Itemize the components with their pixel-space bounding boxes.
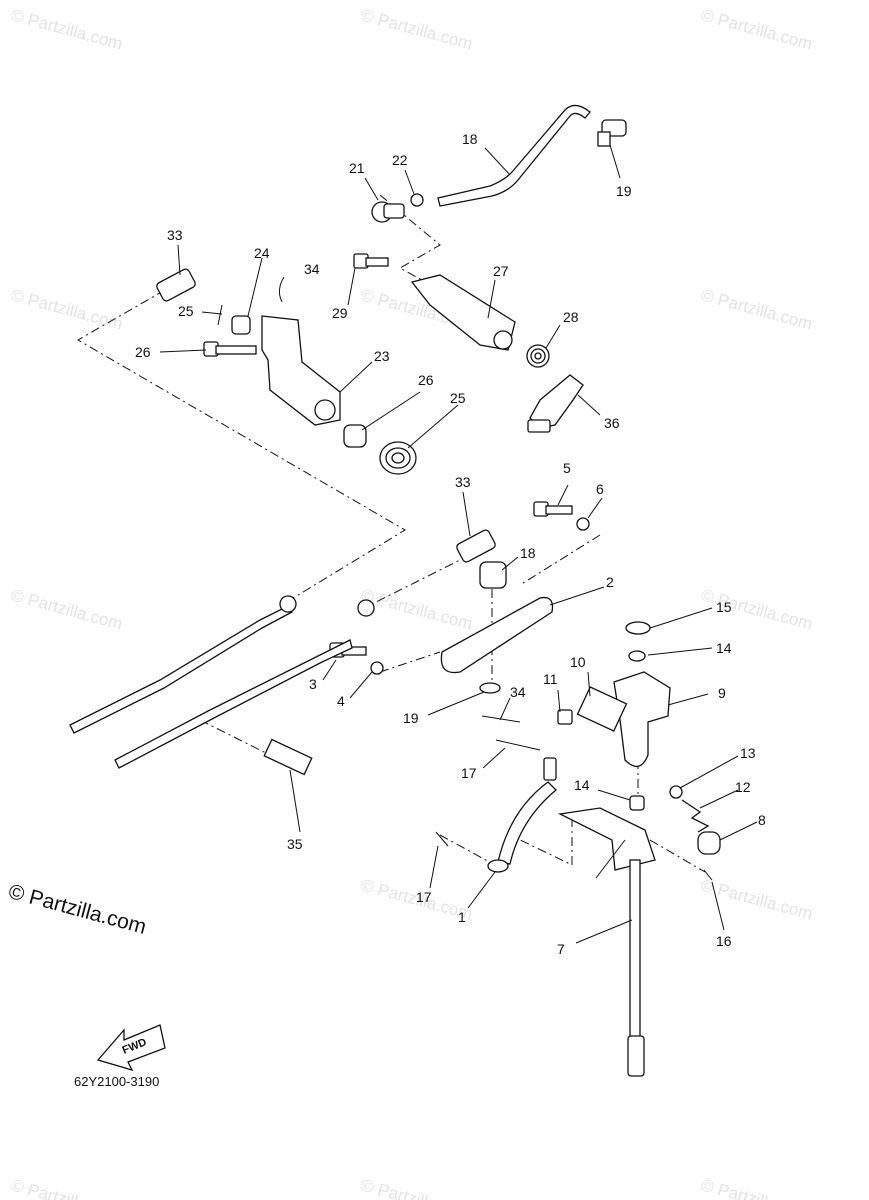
callout-30: 27	[493, 263, 509, 279]
callout-32: 29	[332, 305, 348, 321]
watermark: © Partzilla.com	[359, 6, 475, 54]
callout-22: 21	[349, 160, 365, 176]
collar-25	[231, 315, 251, 335]
callout-6: 6	[596, 481, 604, 497]
callout-17-top: 17	[461, 765, 477, 781]
callout-35: 35	[287, 836, 303, 852]
watermark: © Partzilla.com	[9, 6, 125, 54]
callout-28: 26	[418, 372, 434, 388]
control-cables	[69, 595, 375, 769]
watermark: © Partzilla.com	[699, 286, 815, 334]
watermark: © Partzilla.com	[359, 586, 475, 634]
callout-19: 19	[403, 710, 419, 726]
callout-34-top: 34	[304, 261, 320, 277]
clip-34	[278, 276, 285, 303]
callout-10: 10	[570, 654, 586, 670]
callout-5: 5	[563, 460, 571, 476]
callout-24: 23	[374, 348, 390, 364]
washer-19	[479, 682, 501, 694]
clip-17-bottom	[435, 831, 449, 847]
ball-13	[669, 785, 683, 799]
callout-21: 18	[462, 131, 478, 147]
callout-16: 16	[716, 933, 732, 949]
plate-10	[576, 686, 628, 732]
bracket-9	[613, 671, 671, 767]
callout-14-top: 14	[716, 640, 732, 656]
shift-arm-1	[497, 781, 557, 865]
shift-rod-shaft	[629, 859, 641, 1051]
collar-28	[343, 424, 367, 448]
watermark: © Partzilla.com	[9, 286, 125, 334]
callout-29: 26	[135, 344, 151, 360]
cable-joint-33-top	[156, 268, 196, 302]
callout-34-lower: 34	[510, 684, 526, 700]
callout-36: 36	[604, 415, 620, 431]
callout-9: 9	[718, 685, 726, 701]
control-lever-24	[261, 315, 341, 426]
shift-rod-7	[557, 807, 656, 871]
callout-20: 19	[616, 183, 632, 199]
callout-3: 3	[309, 676, 317, 692]
bush-14-top	[628, 650, 646, 662]
collar-18	[479, 561, 507, 589]
cable-label-35	[263, 738, 313, 776]
callout-33-mid: 33	[455, 474, 471, 490]
leader-lines	[159, 144, 758, 944]
callout-1: 1	[458, 909, 466, 925]
rod-nut	[410, 193, 424, 207]
callout-14-lower: 14	[574, 777, 590, 793]
diagram-code: 62Y2100-3190	[74, 1074, 160, 1089]
washer-4	[370, 661, 384, 675]
callout-17-bottom: 17	[416, 889, 432, 905]
callout-7: 7	[557, 941, 565, 957]
watermark-layer: © Partzilla.com © Partzilla.com © Partzi…	[9, 6, 815, 1200]
clip-16	[703, 869, 713, 881]
callout-labels: 18 19 21 22 29 27 28 36 33 24 34 25 26 2…	[135, 131, 766, 957]
bolt-11	[557, 709, 573, 725]
callout-27: 25	[450, 390, 466, 406]
plunger-8	[697, 831, 721, 855]
callout-2: 2	[606, 574, 614, 590]
watermark: © Partzilla.com	[699, 6, 815, 54]
link-arm-2	[440, 596, 554, 674]
bush-14-lower	[629, 795, 645, 811]
washer-15	[625, 621, 651, 635]
clip-26	[217, 304, 223, 326]
spring-31	[526, 344, 550, 368]
callout-18: 18	[520, 545, 536, 561]
shift-rod	[437, 104, 591, 207]
parts: FWD	[69, 104, 721, 1077]
callout-8: 8	[758, 812, 766, 828]
shift-lever-bracket	[410, 274, 516, 351]
fwd-arrow: FWD	[96, 1024, 166, 1072]
spring-12	[681, 799, 710, 833]
watermark: © Partzilla.com	[359, 1176, 475, 1200]
watermark: © Partzilla.com	[699, 1176, 815, 1200]
callout-13: 13	[740, 745, 756, 761]
spring-27	[379, 441, 417, 475]
callout-26: 25	[178, 303, 194, 319]
callout-15: 15	[716, 599, 732, 615]
watermark: © Partzilla.com	[9, 586, 125, 634]
callout-12: 12	[735, 779, 751, 795]
callout-25: 24	[254, 245, 270, 261]
clip-17-top	[495, 739, 541, 751]
callout-23: 22	[392, 152, 408, 168]
watermark: © Partzilla.com	[9, 1176, 125, 1200]
callout-11: 11	[543, 671, 558, 687]
washer-6	[576, 517, 590, 531]
callout-33-top: 33	[167, 227, 183, 243]
callout-31: 28	[563, 309, 579, 325]
callout-4: 4	[337, 693, 345, 709]
cable-joint-33-mid	[456, 529, 496, 563]
